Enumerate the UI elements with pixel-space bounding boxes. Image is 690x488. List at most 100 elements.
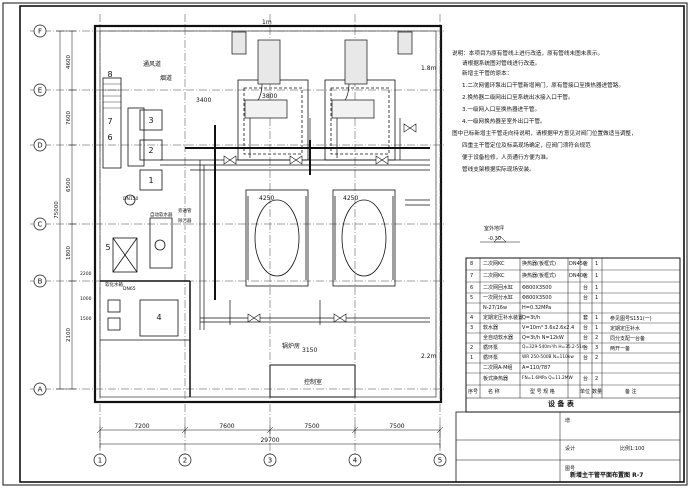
row-9-name: 循环泵 bbox=[483, 355, 499, 361]
header-name: 名 称 bbox=[488, 389, 500, 395]
axis-bubble-C bbox=[33, 217, 47, 231]
row-11-spec: FN=1.6MPa Q=11.2MW bbox=[522, 376, 573, 381]
row-1-name: 二次网KC bbox=[483, 273, 505, 279]
row-0-dn: DN450 bbox=[569, 261, 587, 267]
equipment-left bbox=[102, 77, 179, 337]
dim-row-DC: 6500 bbox=[66, 178, 72, 192]
side-note-3: 除污器 bbox=[178, 217, 192, 224]
water-softener bbox=[149, 217, 173, 269]
row-1-no: 7 bbox=[470, 273, 474, 279]
row-1-qty: 1 bbox=[595, 273, 599, 279]
row-5-spec: Q=3t/h bbox=[522, 315, 541, 321]
row-4-name: N-27/16w bbox=[483, 305, 508, 311]
row-3-no: 5 bbox=[470, 295, 474, 301]
axis-label-E: E bbox=[38, 87, 42, 95]
dim-3800: 3800 bbox=[262, 93, 277, 100]
axis-bubble-4 bbox=[348, 453, 362, 467]
axis-label-2: 2 bbox=[183, 457, 187, 465]
axis-bubble-A bbox=[33, 382, 47, 396]
room-control: 控制室 bbox=[304, 378, 322, 386]
equip-3-box bbox=[139, 109, 163, 131]
axis-bubble-2 bbox=[178, 453, 192, 467]
axis-bubble-3 bbox=[263, 453, 277, 467]
dim-row-FE: 4600 bbox=[66, 55, 72, 69]
equip-4-box bbox=[139, 299, 179, 337]
row-8-name: 循环泵 bbox=[483, 345, 499, 351]
header-no: 序号 bbox=[468, 389, 479, 395]
row-5-unit: 套 bbox=[583, 315, 589, 321]
axis-bubble-D bbox=[33, 138, 47, 152]
equip-number-5: 5 bbox=[105, 243, 110, 252]
title-block-1: 设计 bbox=[565, 446, 576, 452]
side-note-8: 1500 bbox=[80, 316, 92, 322]
side-note-5: DN65 bbox=[123, 286, 136, 292]
row-2-no: 6 bbox=[470, 285, 474, 291]
row-2-spec: Φ800X3500 bbox=[522, 285, 552, 291]
axis-bubble-1 bbox=[93, 453, 107, 467]
row-3-name: 一次网分水缸 bbox=[483, 295, 514, 301]
axis-label-3: 3 bbox=[268, 457, 272, 465]
axis-label-A: A bbox=[38, 386, 43, 394]
axis-label-5: 5 bbox=[438, 457, 442, 465]
row-0-unit: 台 bbox=[583, 261, 589, 267]
equip-number-8: 8 bbox=[107, 70, 112, 79]
boiler-unit-right bbox=[324, 79, 396, 287]
equip-number-4: 4 bbox=[156, 313, 161, 322]
note-line-3: 1.二次网循环泵出口干管新增闸门，原有管接口至换热器进管路。 bbox=[462, 83, 624, 89]
bottom-dimension-lines bbox=[96, 425, 444, 448]
row-1-spec: 换热器(板框式) bbox=[522, 273, 556, 279]
header-remark: 备 注 bbox=[625, 389, 637, 395]
table-side-1: 定期定压补水 bbox=[610, 326, 641, 332]
title-block-0: 增 bbox=[565, 418, 571, 424]
dim-span-1-2: 7200 bbox=[134, 423, 149, 430]
row-2-qty: 1 bbox=[595, 285, 599, 291]
equip-number-3: 3 bbox=[148, 116, 153, 125]
equipment-left-hatch bbox=[103, 83, 121, 109]
table-side-0: 参见图号S151(一) bbox=[610, 316, 652, 322]
dim-total-width: 29700 bbox=[260, 437, 279, 444]
row-3-unit: 台 bbox=[583, 295, 589, 301]
pump-left bbox=[112, 237, 138, 273]
col-axis-bubbles bbox=[93, 453, 447, 467]
row-6-unit: 台 bbox=[583, 325, 589, 331]
row-11-qty: 2 bbox=[595, 376, 599, 382]
row-8-spec: Q=329-540m³/h H=35.2-51m bbox=[522, 345, 586, 350]
table-top-note: 室外地坪 bbox=[484, 226, 505, 232]
drawing-title: 新增主干管平面布置图 R-7 bbox=[570, 472, 644, 479]
dim-right-2-2m: 2.2m bbox=[421, 353, 437, 360]
scale-note: 比例1:100 bbox=[620, 446, 645, 452]
dim-span-4-5: 7500 bbox=[389, 423, 404, 430]
dim-row-total: 75000 bbox=[54, 201, 60, 219]
row-10-name: 二次网A-M组 bbox=[483, 365, 513, 371]
row-5-qty: 1 bbox=[595, 315, 599, 321]
row-9-qty: 2 bbox=[595, 355, 599, 361]
table-side-2: 同分支配一台备 bbox=[610, 336, 646, 342]
axis-bubble-5 bbox=[433, 453, 447, 467]
note-line-8: 四重主干管定位及标高现场确定，应阀门须符合规范 bbox=[462, 143, 591, 149]
chimney-connectors bbox=[231, 31, 413, 85]
row-7-name: 全自动软水器 bbox=[483, 335, 514, 341]
dim-span-3-4: 7500 bbox=[304, 423, 319, 430]
axis-label-C: C bbox=[38, 221, 43, 229]
axis-bubble-E bbox=[33, 83, 47, 97]
equip-2-box bbox=[139, 139, 163, 161]
axis-label-1: 1 bbox=[98, 457, 102, 465]
left-dimension-lines bbox=[56, 30, 76, 390]
equip-number-1: 1 bbox=[148, 176, 153, 185]
equip-1-box bbox=[139, 169, 163, 191]
dim-top-1m: 1m bbox=[262, 19, 272, 26]
flue-label: 烟道 bbox=[160, 74, 172, 82]
room-boiler: 锅炉房 bbox=[282, 342, 300, 350]
sheet-border-inner bbox=[19, 5, 685, 483]
row-3-qty: 1 bbox=[595, 295, 599, 301]
dim-3400: 3400 bbox=[196, 97, 211, 104]
row-0-spec: 换热器(板框式) bbox=[522, 261, 556, 267]
row-8-unit: 台 bbox=[583, 345, 589, 351]
axis-label-B: B bbox=[38, 278, 43, 286]
dim-row-BA: 2100 bbox=[66, 328, 72, 342]
duct-label: 通风道 bbox=[143, 60, 161, 68]
row-9-spec: WR 250-500B N=110kw bbox=[522, 355, 574, 360]
side-note-1: 自动软水器 bbox=[150, 211, 173, 218]
